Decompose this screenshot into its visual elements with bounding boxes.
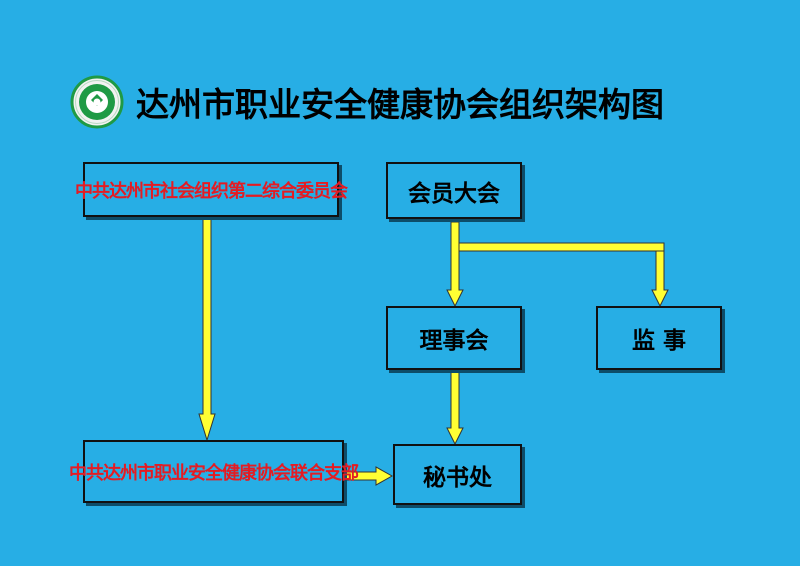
supervisor-box: 监 事 — [596, 306, 722, 370]
arrow-assembly-to-council — [446, 221, 464, 308]
party-committee-label: 中共达州市社会组织第二综合委员会 — [75, 180, 348, 202]
diagram-title: 达州市职业安全健康协会组织架构图 — [136, 85, 664, 124]
arrow-assembly-to-supervisor — [651, 250, 669, 308]
diagram-header: 达州市职业安全健康协会组织架构图 — [70, 74, 664, 130]
council-box: 理事会 — [386, 306, 522, 370]
party-branch-label: 中共达州市职业安全健康协会联合支部 — [69, 462, 359, 484]
association-logo-icon — [70, 75, 124, 129]
arrow-party-committee-to-branch — [198, 217, 216, 442]
general-assembly-label: 会员大会 — [408, 180, 500, 207]
secretariat-label: 秘书处 — [423, 464, 492, 491]
council-label: 理事会 — [419, 328, 489, 354]
party-branch-box: 中共达州市职业安全健康协会联合支部 — [69, 440, 359, 503]
supervisor-label: 监 事 — [631, 328, 686, 354]
arrow-council-to-secretariat — [446, 369, 464, 446]
arrow-branch-to-secretariat — [343, 466, 394, 486]
line-assembly-to-supervisor — [458, 242, 665, 252]
party-committee-box: 中共达州市社会组织第二综合委员会 — [75, 162, 348, 217]
secretariat-box: 秘书处 — [393, 444, 522, 505]
general-assembly-box: 会员大会 — [386, 162, 522, 219]
